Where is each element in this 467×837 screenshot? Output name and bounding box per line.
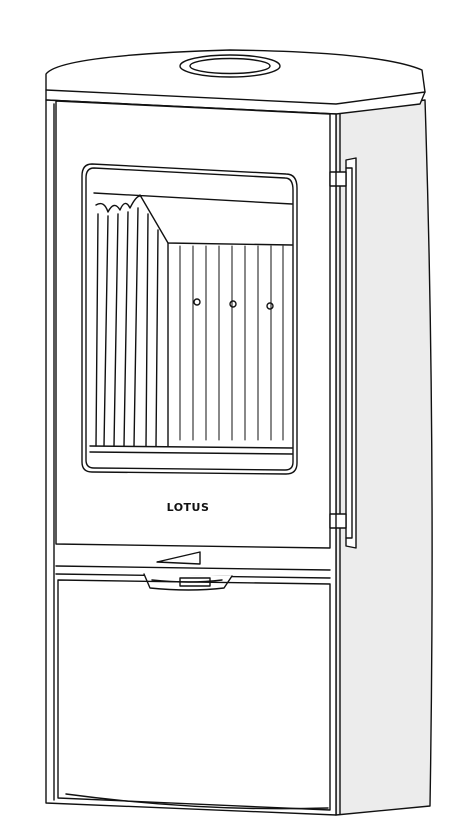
firebox-back-wall [179,245,284,441]
firebox-floor [89,445,293,455]
upper-hinge [329,171,347,187]
top-plate [45,49,426,115]
door-glass [81,163,298,475]
lower-door [57,579,331,811]
air-hole-1 [193,298,201,306]
side-panel [335,99,433,816]
air-hole-3 [266,302,274,310]
brand-logo-text: LOTUS [167,501,210,514]
firebox-left-wall [95,195,141,213]
lower-hinge [329,513,347,529]
air-control-slider [156,551,201,565]
top-flue-ring [179,54,281,78]
door-handle [345,157,357,549]
air-hole-2 [229,300,237,308]
door-frame [55,100,331,549]
